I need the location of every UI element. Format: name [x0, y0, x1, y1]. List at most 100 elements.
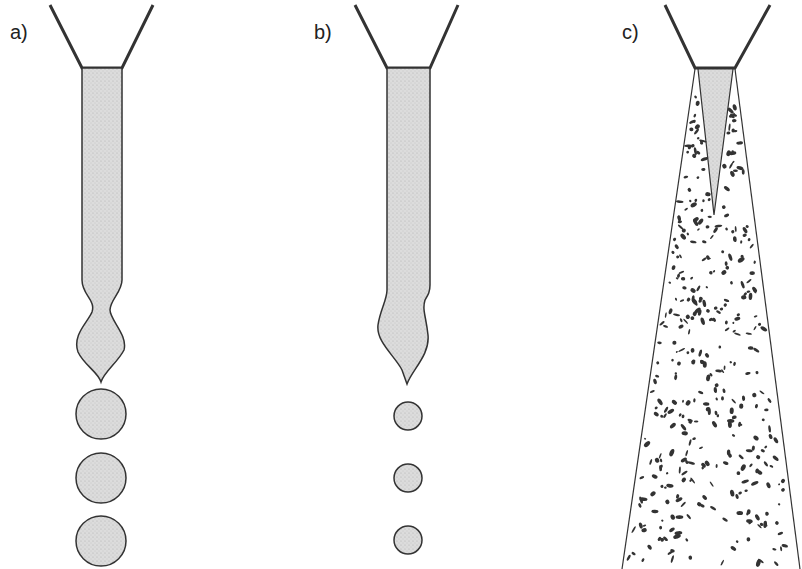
spray-droplet: [685, 538, 689, 542]
spray-droplet: [682, 286, 687, 290]
spray-droplet: [746, 519, 753, 524]
spray-droplet: [746, 537, 750, 541]
spray-droplet: [678, 413, 682, 417]
spray-droplet: [702, 240, 707, 244]
spray-droplet: [753, 260, 756, 264]
spray-droplet: [705, 192, 711, 197]
spray-droplet: [656, 361, 660, 365]
panel-label: b): [314, 22, 332, 42]
spray-droplet: [772, 548, 777, 551]
spray-droplet: [663, 406, 669, 413]
spray-droplet: [687, 187, 692, 192]
spray-droplet: [674, 531, 682, 536]
spray-droplet: [677, 215, 681, 221]
spray-droplet: [733, 130, 737, 133]
spray-droplet: [671, 265, 676, 271]
spray-droplet: [641, 558, 645, 563]
spray-droplet: [702, 299, 707, 307]
spray-droplet: [709, 481, 714, 487]
spray-droplet: [732, 329, 736, 333]
spray-droplet: [761, 418, 765, 421]
spray-droplet: [749, 271, 755, 275]
spray-droplet: [649, 459, 653, 466]
spray-droplet: [690, 276, 694, 280]
spray-droplet: [755, 454, 761, 460]
spray-droplet: [703, 402, 710, 406]
spray-droplet: [660, 415, 663, 418]
spray-droplet: [631, 526, 636, 534]
spray-droplet: [701, 257, 707, 262]
spray-droplet: [651, 474, 658, 480]
spray-droplet: [750, 480, 759, 486]
spray-droplet: [728, 123, 731, 131]
spray-droplet: [664, 312, 667, 318]
spray-droplet: [690, 477, 696, 484]
spray-droplet: [679, 318, 683, 323]
spray-droplet: [694, 198, 698, 202]
spray-droplet: [697, 228, 700, 231]
spray-droplet: [707, 257, 711, 259]
spray-droplet: [729, 162, 734, 169]
spray-droplet: [724, 327, 730, 332]
spray-droplet: [720, 559, 724, 566]
spray-droplet: [707, 198, 711, 202]
spray-droplet: [764, 445, 768, 449]
spray-droplet: [759, 522, 764, 526]
spray-droplet: [725, 261, 728, 266]
panel-label: a): [10, 22, 28, 42]
spray-droplet: [688, 420, 692, 424]
spray-droplet: [686, 513, 692, 519]
spray-droplet: [681, 277, 686, 281]
spray-droplet: [758, 322, 762, 326]
spray-droplet: [698, 349, 703, 357]
spray-droplet: [752, 435, 759, 442]
spray-droplet: [740, 281, 745, 289]
spray-droplet: [735, 226, 737, 232]
spray-droplet: [729, 407, 733, 414]
spray-droplet: [753, 326, 757, 331]
spray-droplet: [729, 360, 732, 363]
spray-droplet: [691, 348, 695, 353]
spray-droplet: [675, 298, 678, 301]
spray-droplet: [721, 250, 725, 254]
spray-droplet: [672, 237, 676, 242]
spray-droplet: [679, 299, 684, 303]
spray-droplet: [643, 440, 651, 448]
spray-droplet: [692, 311, 698, 317]
spray-droplet: [725, 266, 730, 271]
spray-droplet: [763, 461, 769, 467]
spray-droplet: [646, 544, 652, 551]
spray-droplet: [694, 95, 698, 99]
spray-droplet: [731, 398, 736, 404]
spray-droplet: [763, 521, 767, 529]
spray-droplet: [780, 487, 785, 492]
spray-droplet: [711, 420, 718, 428]
spray-droplet: [693, 398, 696, 402]
spray-droplet: [699, 139, 703, 145]
spray-droplet: [696, 137, 699, 140]
spray-droplet: [671, 358, 675, 362]
spray-droplet: [727, 107, 735, 115]
spray-droplet: [731, 230, 735, 234]
spray-droplet: [689, 199, 692, 202]
spray-droplet: [683, 175, 688, 178]
spray-droplet: [755, 371, 759, 375]
spray-droplet: [714, 224, 722, 228]
panel-label: c): [622, 22, 639, 42]
spray-droplet: [723, 185, 731, 192]
nozzle-b: [355, 5, 458, 554]
spray-droplet: [723, 461, 729, 466]
spray-droplet: [666, 483, 674, 488]
spray-droplet: [664, 499, 670, 505]
spray-droplet: [773, 437, 779, 444]
spray-droplet: [732, 321, 735, 324]
spray-droplet: [777, 531, 783, 536]
spray-droplet: [759, 390, 765, 395]
spray-droplet: [684, 144, 692, 147]
spray-droplet: [690, 287, 697, 294]
spray-droplet: [675, 372, 677, 375]
spray-droplet: [768, 433, 773, 439]
spray-droplet: [754, 404, 758, 409]
spray-droplet: [654, 406, 658, 410]
